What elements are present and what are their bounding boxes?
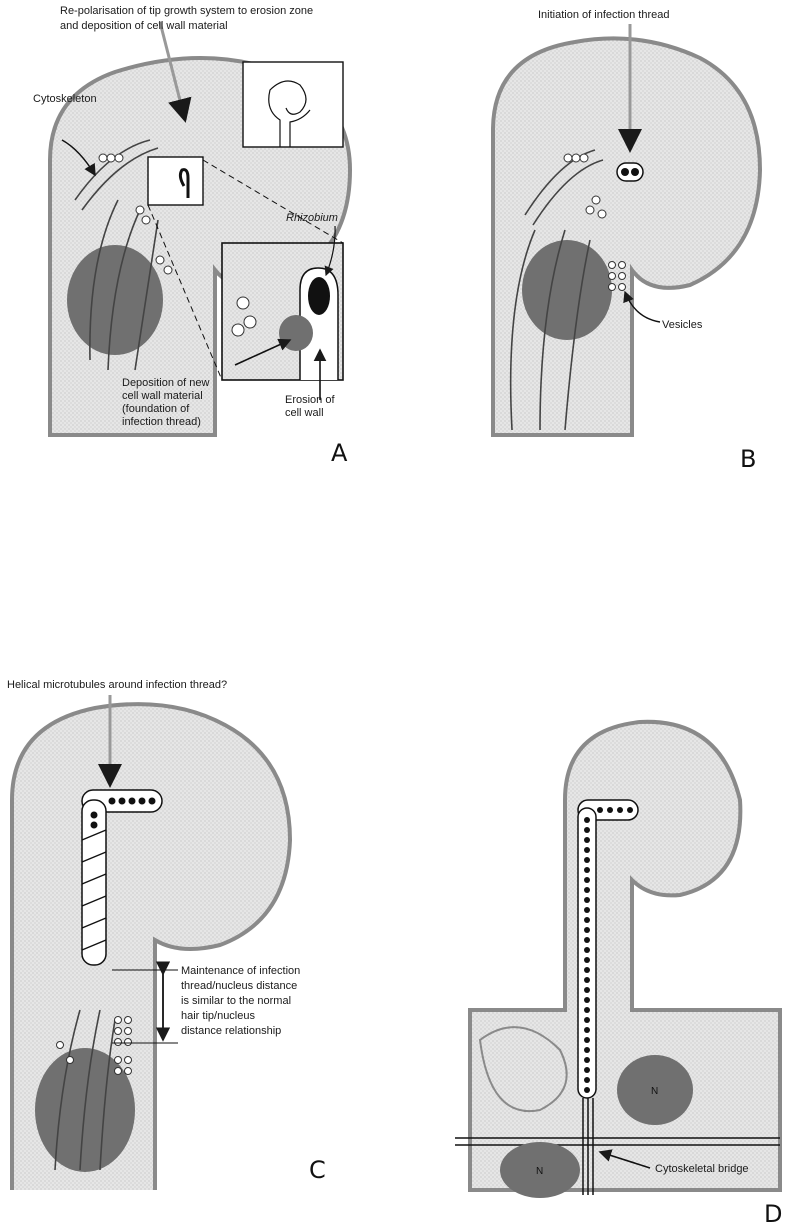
rhizobium-cell	[584, 967, 590, 973]
rhizobium-cell	[584, 867, 590, 873]
title-b: Initiation of infection thread	[538, 9, 669, 21]
rhizobium-cell	[584, 1037, 590, 1043]
title-c: Helical microtubules around infection th…	[7, 679, 227, 691]
deposition-label-1: Deposition of new	[122, 377, 209, 389]
rhizobium-cell	[584, 817, 590, 823]
rhizobium-cell	[584, 847, 590, 853]
deposition-label-2: cell wall material	[122, 390, 203, 402]
erosion-label-1: Erosion of	[285, 394, 335, 406]
erosion-label-2: cell wall	[285, 407, 324, 419]
rhizobium-cell	[597, 807, 603, 813]
rhizobium-cell	[584, 857, 590, 863]
rhizobium-cell	[584, 947, 590, 953]
nucleus-label-upper: N	[651, 1086, 658, 1097]
deposition-label-4: infection thread)	[122, 416, 201, 428]
maint-label-3: is similar to the normal	[181, 995, 291, 1007]
rhizobium-cell	[584, 1027, 590, 1033]
rhizobium-cell	[617, 807, 623, 813]
rhizobium-cell	[584, 937, 590, 943]
maint-label-4: hair tip/nucleus	[181, 1010, 255, 1022]
maint-label-1: Maintenance of infection	[181, 965, 300, 977]
rhizobium-cell	[584, 1017, 590, 1023]
rhizobium-cell	[584, 1077, 590, 1083]
deposition-label-3: (foundation of	[122, 403, 190, 415]
rhizobium-cell	[584, 1067, 590, 1073]
root-hair-cell	[470, 722, 780, 1190]
rhizobium-cell	[584, 1047, 590, 1053]
rhizobium-cell	[621, 168, 629, 176]
nucleus-label-lower: N	[536, 1166, 543, 1177]
inset-box-top	[243, 62, 343, 147]
title-a-line2: and deposition of cell wall material	[60, 20, 228, 32]
rhizobium-cell	[631, 168, 639, 176]
rhizobium-label: Rhizobium	[286, 212, 338, 224]
rhizobium-cell	[584, 977, 590, 983]
panel-letter-d: D	[764, 1200, 782, 1228]
rhizobium-cell	[584, 887, 590, 893]
rhizobium-cell	[584, 917, 590, 923]
panel-d: N N Cytoskeletal bridge D	[455, 722, 782, 1228]
maint-label-2: thread/nucleus distance	[181, 980, 297, 992]
rhizobium-cell	[584, 997, 590, 1003]
panel-c: Helical microtubules around infection th…	[7, 679, 326, 1190]
panel-letter-c: C	[309, 1156, 326, 1184]
infection-thread-start	[617, 163, 643, 181]
rhizobium-cell	[584, 837, 590, 843]
bridge-label: Cytoskeletal bridge	[655, 1163, 749, 1175]
panel-b: Initiation of infection thread Vesicles …	[493, 9, 760, 473]
vesicles-label: Vesicles	[662, 319, 703, 331]
rhizobium-cell	[607, 807, 613, 813]
rhizobium-cell	[308, 277, 330, 315]
inset-box-small	[148, 157, 203, 205]
nucleus	[522, 240, 612, 340]
rhizobium-cell	[584, 1087, 590, 1093]
panel-a: Re-polarisation of tip growth system to …	[33, 5, 350, 467]
panel-letter-b: B	[740, 445, 756, 473]
rhizobium-cell	[584, 877, 590, 883]
zoom-nucleus	[279, 315, 313, 351]
rhizobium-cell	[584, 827, 590, 833]
cytoskeleton-label: Cytoskeleton	[33, 93, 97, 105]
panel-letter-a: A	[331, 439, 348, 467]
title-a-line1: Re-polarisation of tip growth system to …	[60, 5, 313, 17]
rhizobium-cell	[584, 987, 590, 993]
maint-label-5: distance relationship	[181, 1025, 281, 1037]
rhizobium-cell	[584, 907, 590, 913]
rhizobium-cell	[584, 1057, 590, 1063]
rhizobium-cell	[584, 957, 590, 963]
rhizobium-cell	[584, 1007, 590, 1013]
rhizobium-cell	[627, 807, 633, 813]
rhizobium-cell	[584, 897, 590, 903]
rhizobium-cell	[584, 927, 590, 933]
